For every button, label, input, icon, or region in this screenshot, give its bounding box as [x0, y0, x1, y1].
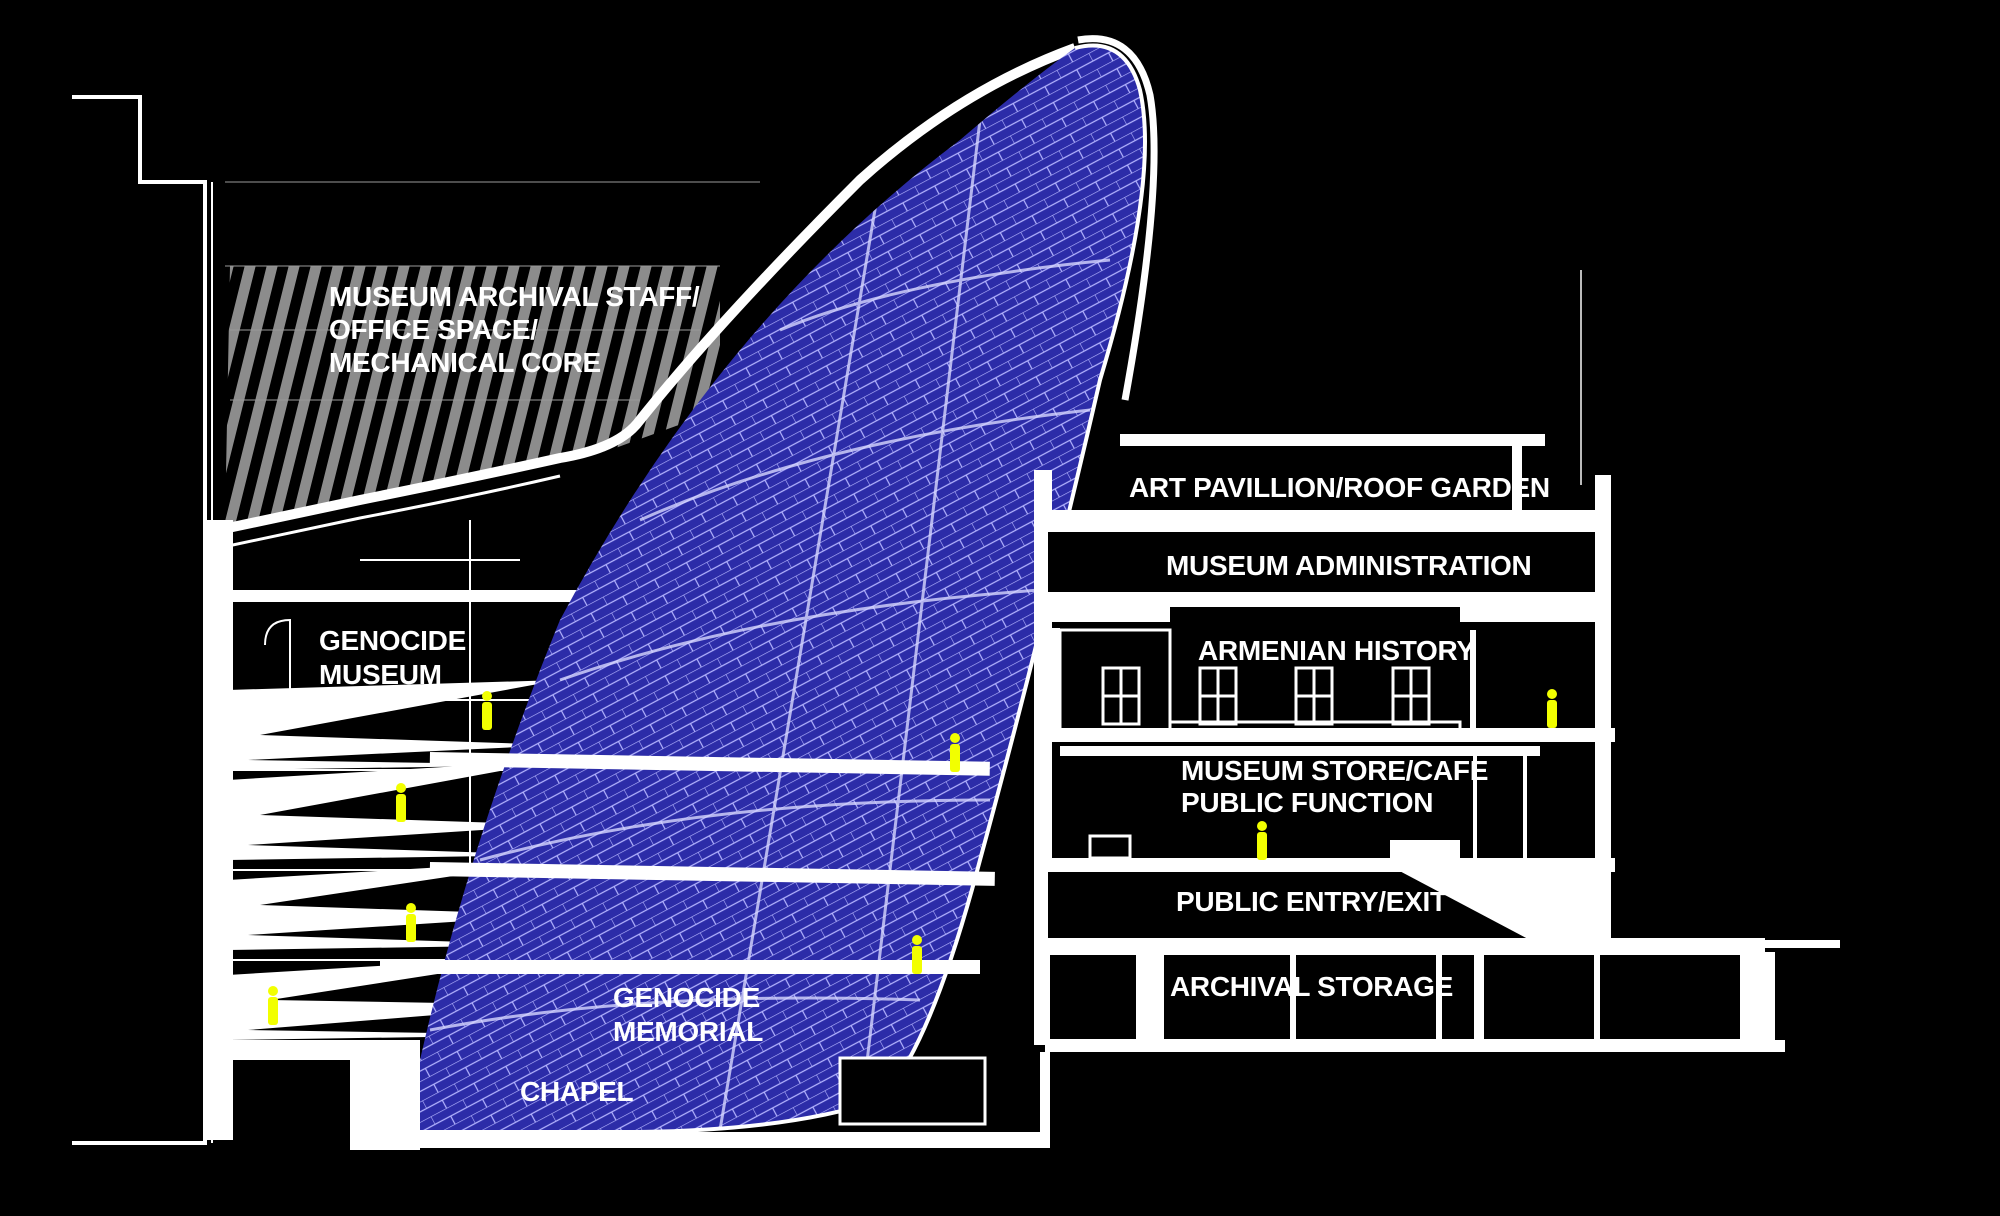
left-floor-slabs	[380, 752, 995, 974]
label-public-entry: PUBLIC ENTRY/EXIT	[1176, 886, 1447, 917]
label-armenian-history: ARMENIAN HISTORY	[1198, 635, 1475, 666]
foundation	[355, 1052, 1050, 1148]
label-office-space: OFFICE SPACE/	[329, 314, 538, 345]
figure-person	[482, 691, 492, 730]
left-building-outline	[72, 95, 213, 1145]
figure-person	[268, 986, 278, 1025]
figure-person	[912, 935, 922, 974]
figure-person	[396, 783, 406, 822]
label-chapel: CHAPEL	[520, 1076, 634, 1107]
label-archival-storage: ARCHIVAL STORAGE	[1170, 971, 1453, 1002]
label-public-function: PUBLIC FUNCTION	[1181, 787, 1433, 818]
figure-person	[1547, 689, 1557, 728]
label-genocide-memorial-1: GENOCIDE	[613, 982, 760, 1013]
right-building	[1034, 270, 1840, 1052]
space-labels: MUSEUM ARCHIVAL STAFF/ OFFICE SPACE/ MEC…	[319, 281, 1550, 1107]
left-building-structure	[205, 520, 760, 1150]
label-archival-staff: MUSEUM ARCHIVAL STAFF/	[329, 281, 700, 312]
label-genocide-memorial-2: MEMORIAL	[613, 1016, 763, 1047]
label-museum-store: MUSEUM STORE/CAFE	[1181, 755, 1488, 786]
human-figures	[268, 689, 1557, 1025]
figure-person	[950, 733, 960, 772]
label-museum-admin: MUSEUM ADMINISTRATION	[1166, 550, 1531, 581]
figure-person	[406, 903, 416, 942]
label-art-pavilion: ART PAVILLION/ROOF GARDEN	[1129, 472, 1550, 503]
figure-person	[1257, 821, 1267, 860]
label-genocide-museum-2: MUSEUM	[319, 659, 442, 690]
label-genocide-museum-1: GENOCIDE	[319, 625, 466, 656]
label-mechanical-core: MECHANICAL CORE	[329, 347, 601, 378]
left-roof-slope	[226, 43, 1077, 548]
archival-office-slats	[225, 181, 760, 525]
